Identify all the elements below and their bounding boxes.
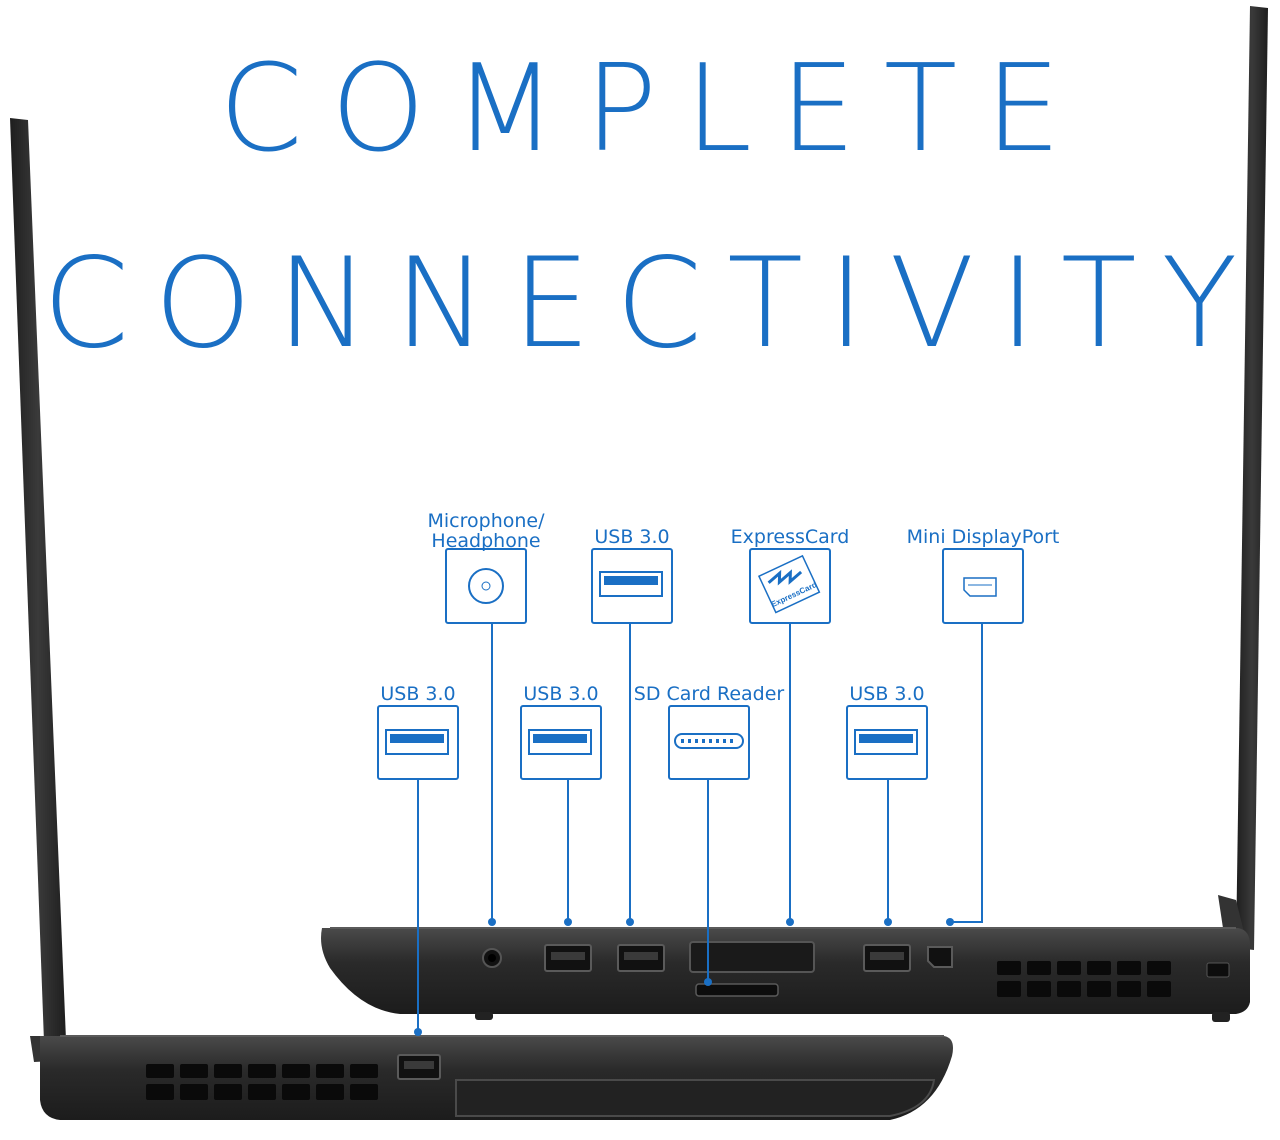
mini-displayport-label: Mini DisplayPort [906,526,1060,548]
audio-jack-hole [488,954,496,962]
usb-port-icon [528,729,592,755]
sd-card-label: SD Card Reader [633,683,785,705]
mic-label-line-1: Microphone/ [427,510,545,532]
usb-port-icon [385,729,449,755]
usb-port-tongue [624,952,658,960]
callout-lines [417,623,983,1030]
mini-displayport-icon [963,577,997,597]
callout-line-mini-dp [950,623,983,923]
left-laptop-vents [146,1064,378,1100]
usb-port-icon [854,729,918,755]
left-laptop-lid [10,118,66,1042]
usb-port-tongue [551,952,585,960]
usb-port-tongue [870,952,904,960]
headline-line-2: CONNECTIVITY [42,232,1263,376]
left-laptop-bay [455,1079,936,1117]
mic-label: Microphone/ Headphone [416,511,556,551]
usb-rear-label: USB 3.0 [849,683,925,705]
headline-line-1: COMPLETE [219,40,1089,179]
expresscard-label: ExpressCard [730,526,850,548]
right-laptop-vents [997,961,1171,997]
callout-dots [414,918,954,1036]
usb-left-label: USB 3.0 [380,683,456,705]
usb-port-icon [599,571,663,597]
sd-slot-physical [695,983,779,997]
usb-port-tongue [404,1061,434,1069]
right-laptop-foot [475,1012,493,1020]
mini-displayport-physical [927,946,953,968]
usb-low-label: USB 3.0 [523,683,599,705]
right-laptop-lid [1236,6,1268,950]
left-side-laptop [10,118,953,1120]
right-side-laptop [321,6,1268,1022]
mic-label-line-2: Headphone [431,530,541,552]
headphone-jack-icon [468,568,504,604]
right-laptop-foot [1212,1012,1230,1022]
expresscard-slot-physical [689,941,815,973]
lock-slot [1206,962,1230,978]
usb-top-label: USB 3.0 [594,526,670,548]
sd-card-slot-icon [674,733,744,749]
